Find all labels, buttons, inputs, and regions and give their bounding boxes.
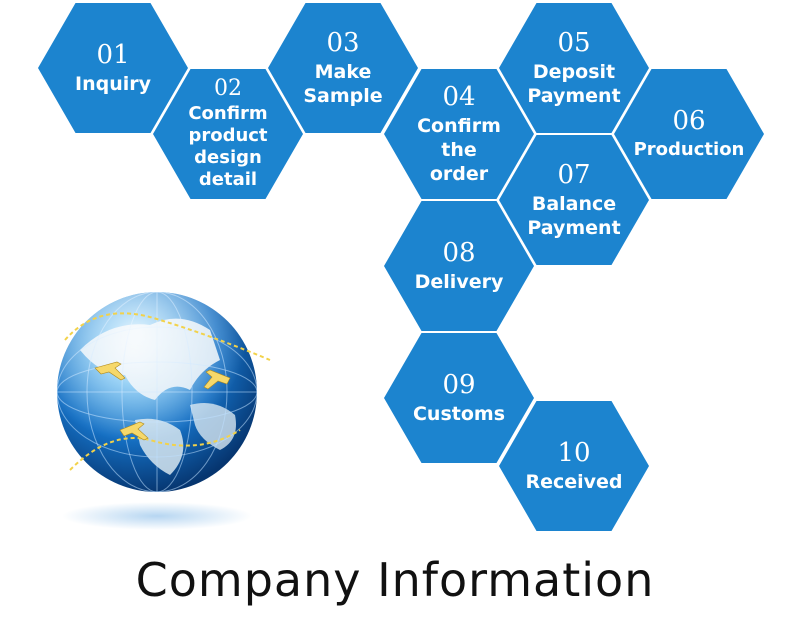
step-label: Confirm product design detail	[188, 103, 268, 190]
step-09-hexagon: 09 Customs	[384, 333, 534, 463]
step-label: Deposit Payment	[527, 61, 621, 107]
step-number: 10	[557, 438, 591, 468]
step-number: 05	[557, 28, 591, 58]
step-label: Production	[633, 139, 745, 160]
step-number: 06	[672, 106, 706, 136]
step-number: 07	[557, 160, 591, 190]
step-number: 01	[96, 40, 130, 70]
step-07-hexagon: 07 Balance Payment	[499, 135, 649, 265]
step-label: Confirm the order	[417, 115, 501, 185]
step-number: 03	[326, 28, 360, 58]
step-04-hexagon: 04 Confirm the order	[384, 69, 534, 199]
globe-with-airplanes-icon	[40, 280, 290, 540]
step-label: Received	[525, 471, 623, 493]
step-label: Delivery	[414, 271, 504, 293]
step-label: Inquiry	[75, 73, 151, 95]
step-number: 04	[442, 82, 476, 112]
step-number: 02	[214, 76, 242, 101]
step-label: Customs	[412, 403, 506, 425]
step-10-hexagon: 10 Received	[499, 401, 649, 531]
step-label: Balance Payment	[527, 193, 621, 239]
company-information-title: Company Information	[135, 553, 655, 607]
step-label: Make Sample	[303, 61, 383, 107]
step-number: 08	[442, 238, 476, 268]
step-number: 09	[442, 370, 476, 400]
